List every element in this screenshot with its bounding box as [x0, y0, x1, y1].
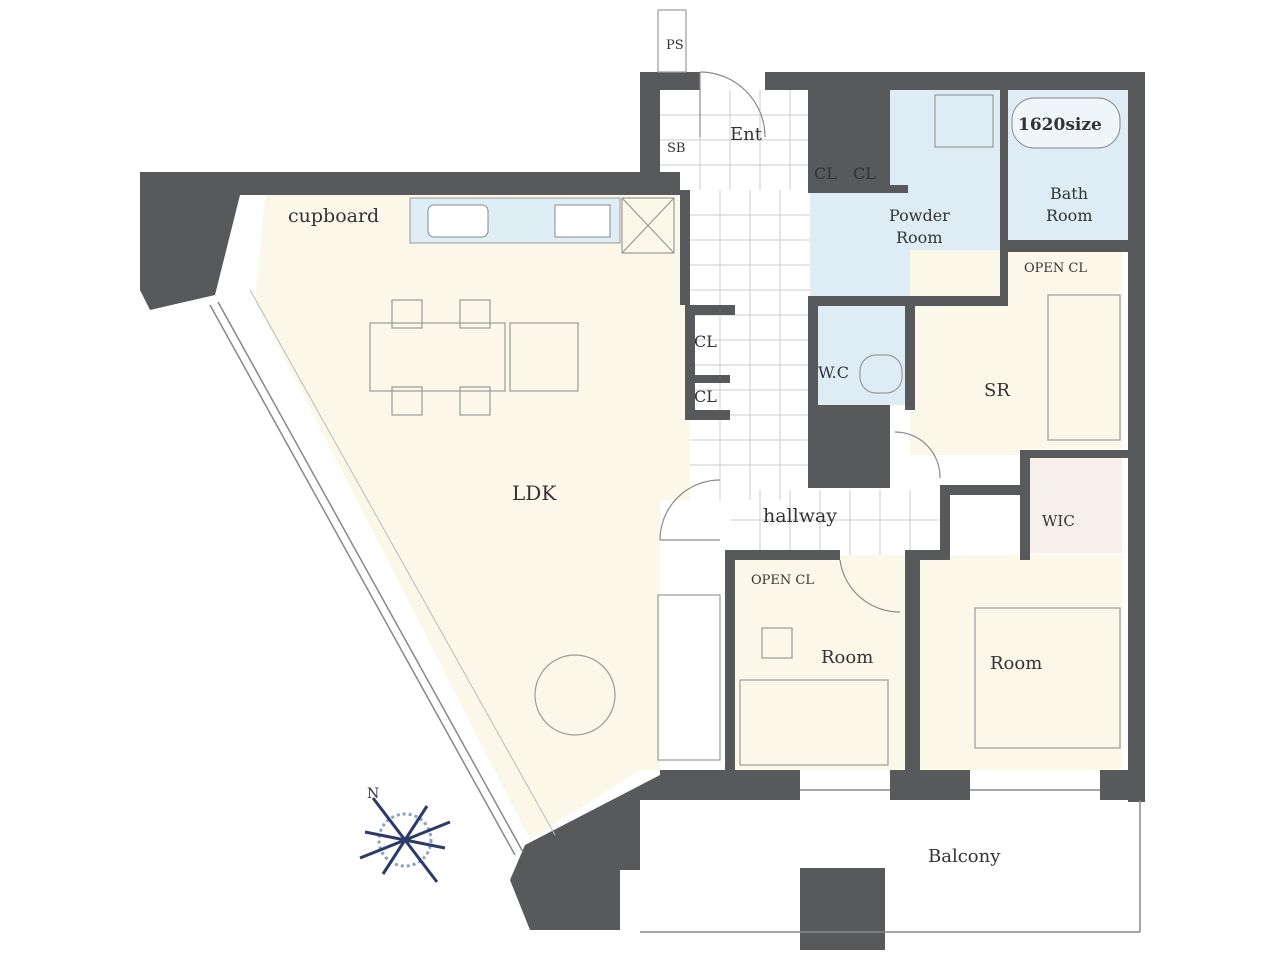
sink-icon — [427, 204, 489, 238]
label-shoe-box: SB — [667, 141, 685, 156]
dining-bench-icon — [509, 322, 579, 392]
walls — [140, 72, 1145, 950]
ldk-floor — [255, 195, 690, 840]
dining-table-icon — [369, 322, 506, 392]
sofa-icon — [657, 594, 721, 761]
label-wic: WIC — [1042, 512, 1075, 530]
washer-icon — [934, 94, 994, 148]
wc-floor — [812, 305, 910, 405]
room-right-floor — [915, 555, 1122, 770]
label-open-closet-room: OPEN CL — [751, 573, 814, 588]
fridge-space — [621, 197, 675, 254]
room-labels: cupboard LDK PS Ent SB CL CL CL CL Powde… — [288, 38, 1102, 867]
round-table-icon — [534, 654, 616, 736]
label-ldk: LDK — [512, 481, 557, 505]
label-closet-2: CL — [853, 164, 876, 183]
floor-areas — [255, 90, 1128, 840]
label-open-closet-sr: OPEN CL — [1024, 261, 1087, 276]
hallway-tiles — [660, 90, 945, 555]
label-hallway: hallway — [763, 505, 837, 527]
label-wc: W.C — [818, 363, 849, 382]
sr-floor — [910, 250, 1122, 455]
label-cupboard: cupboard — [288, 205, 379, 227]
label-closet-1: CL — [814, 164, 837, 183]
label-bath-size: 1620size — [1018, 115, 1102, 135]
label-bath-1: Bath — [1050, 184, 1088, 203]
compass-rose-icon: N — [359, 786, 451, 883]
label-bath-2: Room — [1046, 206, 1092, 225]
label-pipe-space: PS — [666, 38, 684, 53]
label-entrance: Ent — [730, 124, 763, 145]
windows — [209, 289, 1141, 933]
stove-icon — [554, 204, 611, 238]
label-sr: SR — [984, 380, 1010, 401]
room-left-floor — [735, 555, 905, 770]
compass-north-letter: N — [367, 786, 379, 802]
desk-chair-icon — [761, 627, 793, 659]
bed-room-left-icon — [739, 679, 889, 766]
toilet-icon — [859, 354, 903, 394]
bathtub-icon — [1011, 97, 1121, 149]
label-powder-room-1: Powder — [889, 206, 950, 225]
label-powder-room-2: Room — [896, 228, 942, 247]
bed-room-right-icon — [974, 607, 1121, 749]
pipe-space-box — [657, 9, 687, 73]
label-room-right: Room — [990, 653, 1042, 674]
label-closet-3: CL — [694, 332, 717, 351]
bed-sr-icon — [1047, 294, 1121, 441]
label-room-left: Room — [821, 647, 873, 668]
label-balcony: Balcony — [928, 846, 1001, 867]
wic-floor — [1030, 458, 1122, 553]
fixtures — [369, 9, 1121, 766]
hallway-horizontal-floor — [730, 490, 945, 555]
label-closet-4: CL — [694, 387, 717, 406]
